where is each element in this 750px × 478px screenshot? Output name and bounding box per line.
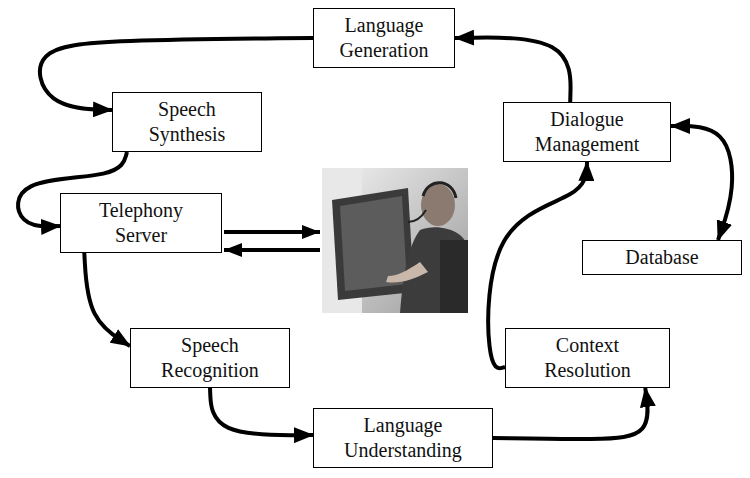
flow-arrow	[210, 388, 313, 435]
box-label: Speech Recognition	[145, 333, 275, 383]
database-box: Database	[582, 240, 742, 275]
flow-arrow	[671, 126, 732, 240]
synthesis-box: Speech Synthesis	[112, 92, 262, 152]
box-label: Telephony Server	[75, 198, 207, 248]
audio-out-arrow	[224, 230, 320, 234]
box-label: Database	[597, 245, 727, 270]
flow-arrow	[84, 253, 130, 346]
flow-arrow	[493, 388, 648, 439]
recognition-box: Speech Recognition	[130, 328, 290, 388]
dialogue-box: Dialogue Management	[503, 102, 671, 162]
context-box: Context Resolution	[505, 328, 670, 388]
audio-in-arrow	[224, 248, 320, 252]
box-label: Language Understanding	[328, 413, 478, 463]
photo-background	[322, 168, 468, 313]
headset-mic	[408, 210, 426, 222]
monitor-frame	[332, 188, 414, 300]
box-label: Language Generation	[328, 13, 440, 63]
understanding-box: Language Understanding	[313, 408, 493, 468]
box-label: Context Resolution	[520, 333, 655, 383]
box-label: Dialogue Management	[518, 107, 656, 157]
pointing-hand	[386, 262, 428, 283]
person-arm	[440, 240, 468, 313]
flow-arrow	[455, 38, 571, 102]
generation-box: Language Generation	[313, 8, 455, 68]
operator-photo	[322, 168, 468, 313]
box-label: Speech Synthesis	[127, 97, 247, 147]
headset-band	[423, 183, 456, 198]
telephony-box: Telephony Server	[60, 193, 222, 253]
